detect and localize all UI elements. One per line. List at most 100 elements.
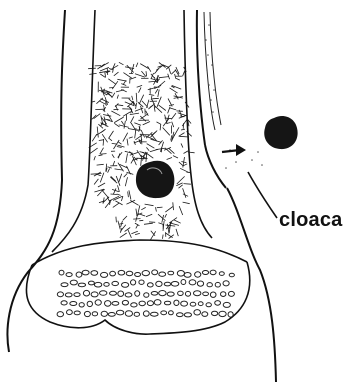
trabecula xyxy=(147,301,153,306)
trabecula xyxy=(210,270,216,275)
trabecula xyxy=(198,302,203,306)
trabecula xyxy=(203,292,209,296)
hatch-stroke xyxy=(100,173,104,183)
hatch-stroke xyxy=(115,201,122,205)
trabecula xyxy=(152,270,158,275)
hatch-stroke xyxy=(148,88,156,90)
trabecula xyxy=(125,311,132,317)
trabecula xyxy=(94,282,101,287)
hatch-stroke xyxy=(100,74,105,77)
hatch-stroke xyxy=(111,111,120,116)
hatch-stroke xyxy=(117,147,122,148)
trabecula xyxy=(229,273,234,277)
trabecula xyxy=(135,291,140,296)
hatch-stroke xyxy=(184,151,189,154)
hatch-stroke xyxy=(108,79,116,85)
trabecula xyxy=(154,300,161,305)
trabecula xyxy=(67,310,73,315)
trabecula xyxy=(169,311,174,315)
hatch-stroke xyxy=(121,121,123,125)
hatch-stroke xyxy=(154,69,158,74)
hatch-stroke xyxy=(125,177,127,186)
trabecula xyxy=(159,272,166,276)
hatch-stroke xyxy=(92,134,97,141)
hatch-stroke xyxy=(157,122,161,124)
trabecula xyxy=(206,303,211,307)
hatch-stroke xyxy=(109,131,114,139)
hatch-stroke xyxy=(181,143,183,147)
hatch-stroke xyxy=(133,219,140,220)
medullary-canal-outline xyxy=(52,10,212,252)
hatch-stroke xyxy=(148,66,151,72)
trabecula xyxy=(131,303,137,307)
trabecula xyxy=(84,311,90,316)
trabecula xyxy=(112,281,119,285)
hatch-stroke xyxy=(100,148,104,155)
trabecula xyxy=(65,293,72,297)
hatch-stroke xyxy=(137,150,141,156)
trabecula xyxy=(112,302,119,306)
hatch-stroke xyxy=(183,164,187,166)
trabecula xyxy=(142,271,149,276)
trabecula xyxy=(195,272,201,277)
hatch-stroke xyxy=(180,168,188,172)
hatch-stroke xyxy=(123,216,127,220)
hatch-stroke xyxy=(102,134,107,142)
trabecula xyxy=(189,280,196,285)
hatch-stroke xyxy=(152,98,159,99)
trabecula xyxy=(108,313,115,317)
hatch-stroke xyxy=(136,209,137,216)
hatch-stroke xyxy=(137,85,142,87)
hatch-stroke xyxy=(136,93,137,102)
hatch-stroke xyxy=(174,220,181,223)
hatch-stroke xyxy=(169,218,177,223)
trabecula xyxy=(76,272,82,277)
trabecula xyxy=(177,271,184,277)
hatch-stroke xyxy=(141,130,145,138)
trabecula xyxy=(223,281,229,286)
hatch-stroke xyxy=(134,140,142,143)
hatch-stroke xyxy=(114,123,119,127)
hatch-stroke xyxy=(99,101,106,105)
hatch-stroke xyxy=(173,156,178,158)
trabecula xyxy=(156,281,162,286)
trabecula xyxy=(177,313,184,317)
hatch-stroke xyxy=(134,123,141,126)
hatch-stroke xyxy=(168,107,171,114)
trabecula xyxy=(144,293,149,298)
hatch-stroke xyxy=(132,96,133,100)
trabecula xyxy=(135,273,141,277)
trabecula xyxy=(82,270,89,275)
hatch-stroke xyxy=(135,233,140,234)
hatch-stroke xyxy=(98,183,105,187)
hatch-stroke xyxy=(131,231,137,234)
trabecular-bone xyxy=(57,270,234,317)
trabecula xyxy=(219,311,226,316)
trabecula xyxy=(95,300,101,305)
hatch-stroke xyxy=(159,77,169,78)
cloaca-arrow xyxy=(222,144,246,156)
trabecula xyxy=(164,301,170,305)
trabecula xyxy=(78,283,85,287)
trabecula xyxy=(66,273,72,277)
trabecula xyxy=(151,292,158,296)
trabecula xyxy=(164,282,171,286)
trabecula xyxy=(194,310,201,315)
hatch-stroke xyxy=(139,220,143,221)
hatch-stroke xyxy=(141,207,145,209)
trabecula xyxy=(215,282,220,287)
trabecula xyxy=(151,312,159,316)
trabecula xyxy=(147,283,153,287)
hatch-stroke xyxy=(183,188,186,198)
hatch-stroke xyxy=(106,101,107,106)
trabecula xyxy=(74,293,80,297)
hatch-stroke xyxy=(111,194,117,195)
hatch-stroke xyxy=(176,229,178,236)
trabecula xyxy=(202,312,208,317)
hatch-stroke xyxy=(145,204,154,206)
hatch-stroke xyxy=(127,139,128,146)
hatch-stroke xyxy=(117,194,121,195)
trabecula xyxy=(83,290,89,296)
trabecula xyxy=(228,312,233,317)
trabecula xyxy=(91,271,98,276)
